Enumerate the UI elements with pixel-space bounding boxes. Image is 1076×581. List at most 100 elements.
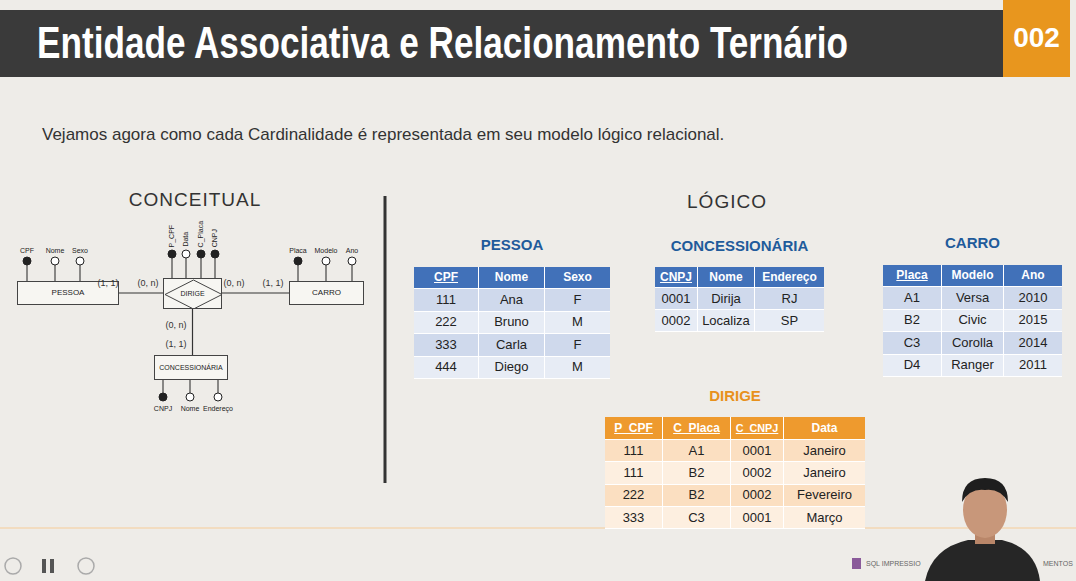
attribute-dot (182, 250, 190, 258)
table-cell: M (545, 357, 610, 380)
cell-value: B2 (689, 465, 705, 481)
table-cell: RJ (755, 288, 824, 310)
table-header-cell: CNPJ (655, 267, 698, 288)
attribute-dot (348, 257, 356, 265)
table-header-cell: CPF (414, 267, 479, 289)
table-cell: Fevereiro (784, 485, 865, 507)
attribute-stem (55, 265, 56, 281)
section-heading: LÓGICO (687, 191, 767, 214)
cell-value: 111 (624, 465, 644, 481)
player-text: SQL IMPRESSIO (866, 560, 921, 568)
table-cell: Diego (479, 357, 545, 380)
cell-value: F (574, 337, 582, 353)
cell-value: Ranger (951, 357, 994, 373)
table-cell: Ranger (942, 355, 1004, 378)
attribute-name: Modelo (315, 247, 338, 255)
cell-value: 333 (435, 337, 457, 353)
cell-value: RJ (782, 291, 798, 307)
table-cell: 111 (605, 440, 663, 462)
table-header-cell: Endereço (755, 267, 824, 288)
cell-value: SP (781, 313, 798, 329)
table-header-cell: Ano (1004, 265, 1062, 287)
column-name: Nome (709, 270, 742, 284)
table-cell: Dirija (698, 288, 755, 310)
table-header-cell: Placa (883, 265, 942, 287)
attribute-stem (186, 258, 187, 278)
slide-number: 002 (1013, 23, 1060, 54)
cell-value: 222 (623, 487, 645, 503)
entity-name: CONCESSIONÁRIA (159, 364, 222, 372)
table-cell: 0002 (655, 310, 698, 332)
cardinality: (0, n) (223, 278, 244, 289)
table-cell: 0001 (731, 507, 784, 529)
logo-mark (852, 558, 861, 569)
attribute-name: CPF (20, 247, 34, 255)
cell-value: 222 (435, 314, 457, 330)
attribute-stem (352, 265, 353, 281)
column-name: CNPJ (660, 270, 692, 284)
attribute-name: Ano (346, 247, 358, 255)
player-strip (0, 527, 1076, 529)
cell-value: Versa (956, 290, 989, 306)
table-cell: Carla (479, 334, 545, 357)
subtitle: Vejamos agora como cada Cardinalidade é … (42, 125, 724, 145)
presenter-shirt (925, 540, 1040, 581)
attribute-name: C_Placa (197, 221, 205, 247)
cell-value: A1 (689, 443, 705, 459)
diamond-outline (165, 280, 221, 308)
table-cell: Março (784, 507, 865, 529)
attribute-stem (172, 258, 173, 278)
attribute-dot (214, 393, 222, 401)
cardinality: (0, n) (137, 278, 158, 289)
cardinality: (1, 1) (165, 339, 186, 350)
table-name: DIRIGE (709, 387, 761, 405)
table-cell: Civic (942, 310, 1004, 333)
attribute-dot (76, 257, 84, 265)
table-header-cell: P_CPF (605, 417, 663, 440)
presenter-webcam (925, 478, 1040, 581)
player-text: MENTOS (1043, 560, 1073, 568)
attribute-name: CNPJ (154, 405, 172, 413)
table-cell: 0001 (655, 288, 698, 310)
cell-value: 2014 (1019, 335, 1048, 351)
table-cell: 2015 (1004, 310, 1062, 333)
table-header-cell: Sexo (545, 267, 610, 289)
cell-value: M (572, 314, 583, 330)
attribute-stem (190, 380, 191, 393)
relationship-line (192, 309, 193, 355)
entity-name: DIRIGE (180, 290, 204, 298)
table-header-cell: Data (784, 417, 865, 440)
table-cell: 333 (414, 334, 479, 357)
table-cell: C3 (663, 507, 731, 529)
table-header-cell: Modelo (942, 265, 1004, 287)
relationship-line (222, 292, 289, 293)
attribute-dot (322, 257, 330, 265)
cell-value: Corolla (952, 335, 993, 351)
table-cell: Bruno (479, 312, 545, 335)
cell-value: 2015 (1019, 312, 1048, 328)
table-header-cell: Nome (698, 267, 755, 288)
pause-icon (50, 559, 54, 573)
relational-table: CARROPlacaModeloAnoA1Versa2010B2Civic201… (883, 234, 1062, 377)
table-name: CONCESSIONÁRIA (671, 237, 809, 255)
key-attribute-dot (168, 250, 176, 258)
cell-value: Fevereiro (797, 487, 852, 503)
slide-title: Entidade Associativa e Relacionamento Te… (37, 21, 848, 65)
entity-name: CARRO (312, 289, 341, 298)
attribute-stem (27, 265, 28, 281)
cell-value: 2010 (1019, 290, 1048, 306)
column-name: Endereço (762, 270, 817, 284)
cell-value: Bruno (494, 314, 529, 330)
attribute-name: Endereço (203, 405, 233, 413)
table-name: PESSOA (481, 236, 544, 254)
cell-value: D4 (904, 357, 921, 373)
forward-icon (78, 558, 94, 574)
table-cell: 0001 (731, 440, 784, 462)
section-heading: CONCEITUAL (129, 189, 261, 212)
attribute-stem (298, 265, 299, 281)
cell-value: 111 (624, 443, 644, 459)
cell-value: 0001 (743, 443, 772, 459)
table-cell: C3 (883, 332, 942, 355)
key-attribute-dot (211, 250, 219, 258)
rewind-icon (5, 558, 21, 574)
